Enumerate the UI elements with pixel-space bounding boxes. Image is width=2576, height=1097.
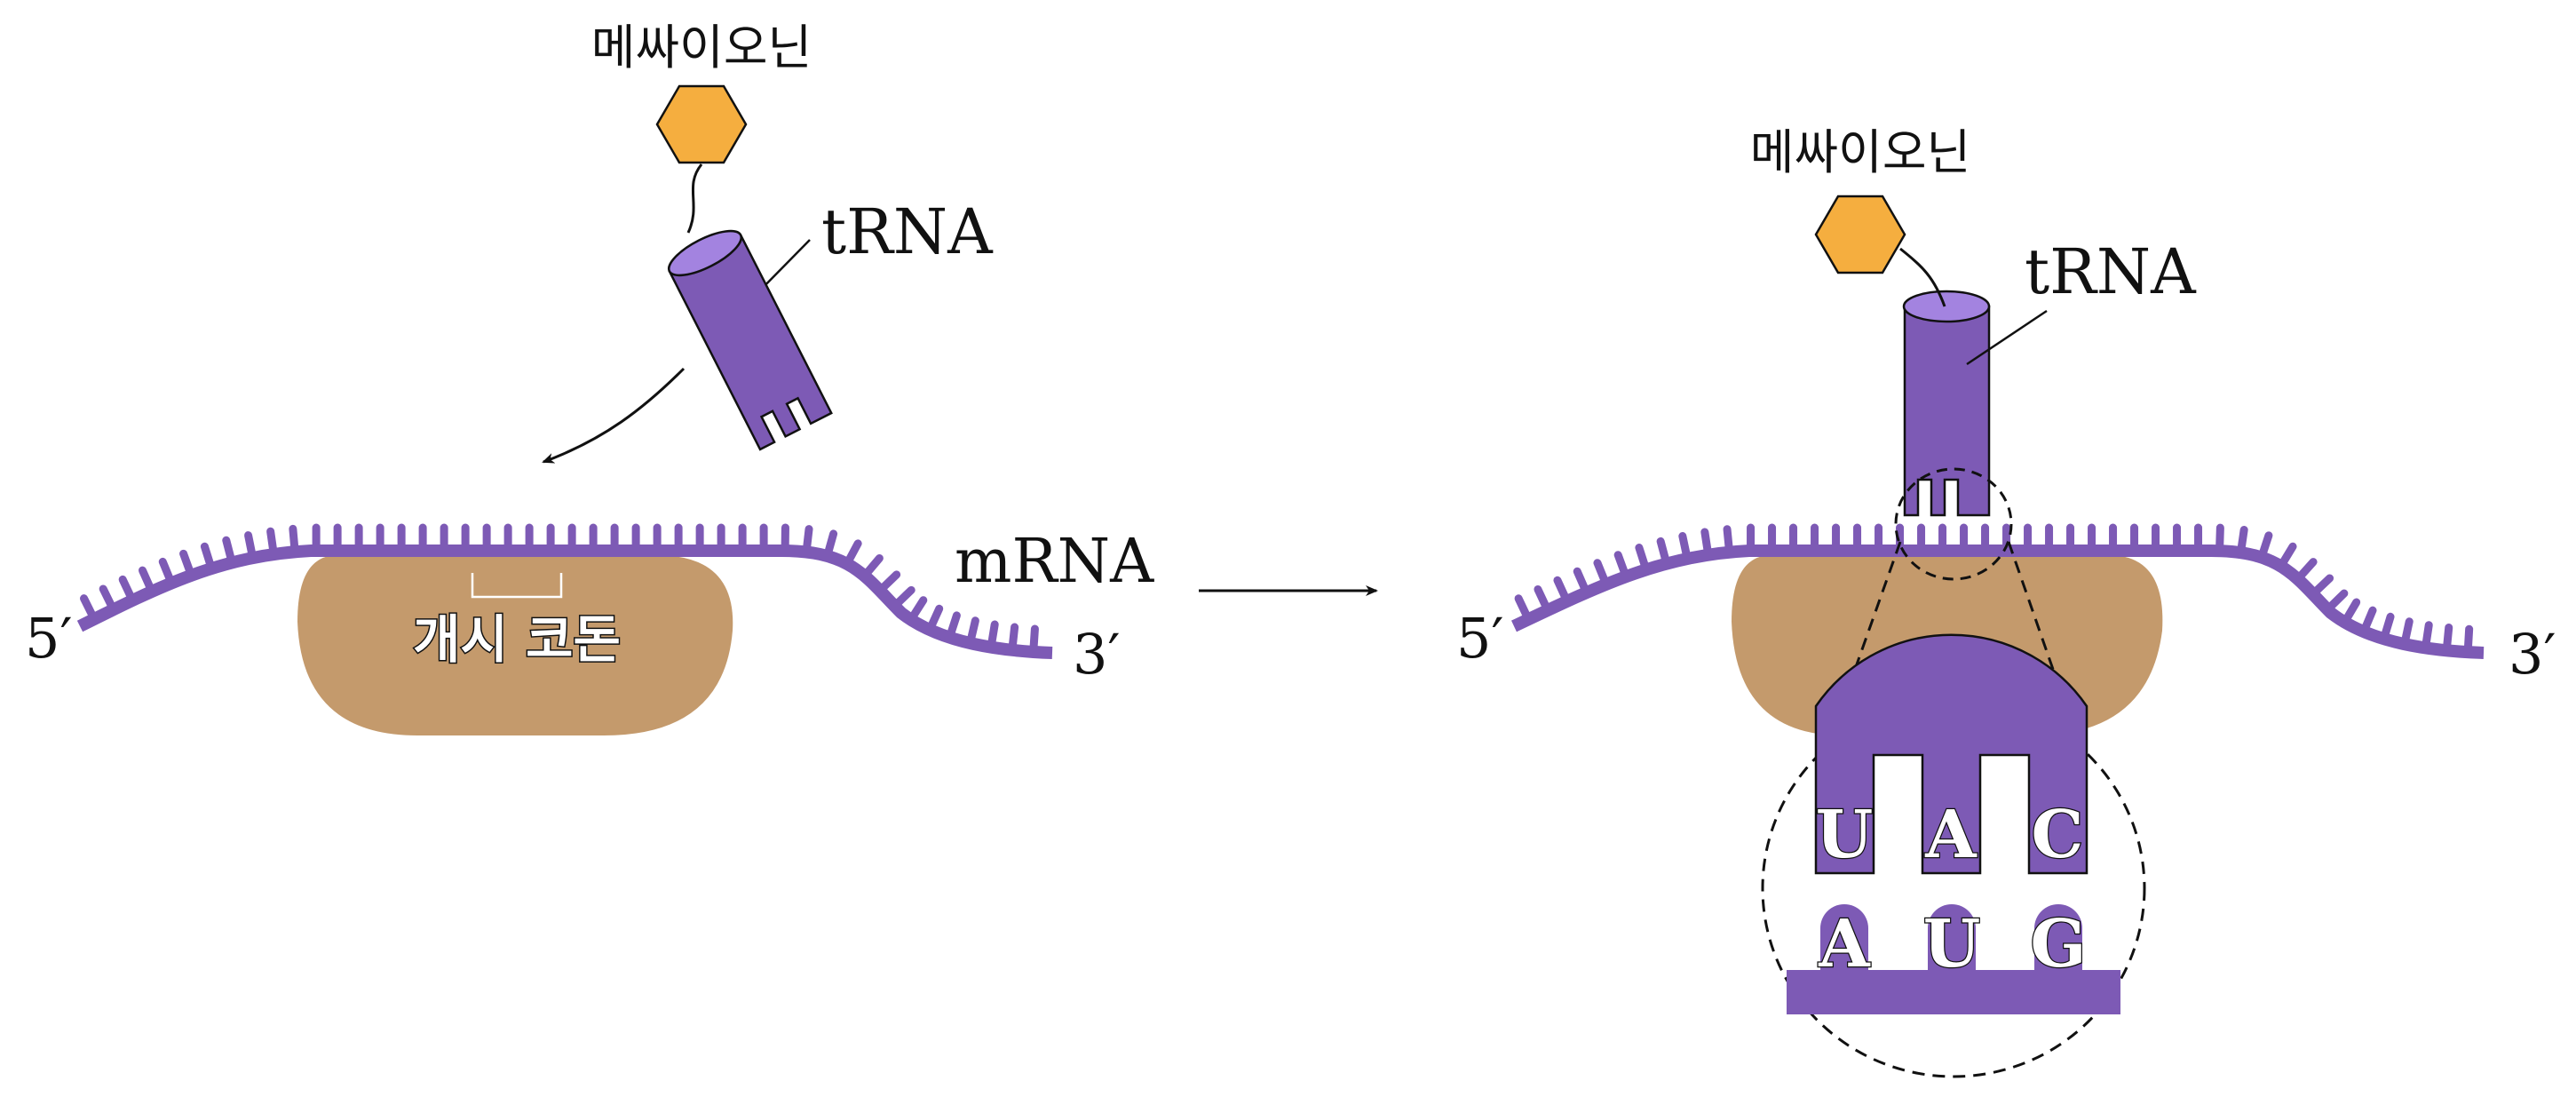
- ribosome-small-subunit: [297, 555, 733, 735]
- anticodon-base-1: U: [1816, 797, 1874, 873]
- trna-leader-line: [1966, 309, 2048, 366]
- codon-base-2: U: [1923, 906, 1981, 982]
- trna-top: [1902, 290, 1991, 323]
- hexagon-icon: [655, 84, 748, 164]
- three-prime-label: 3′: [2509, 622, 2556, 687]
- amino-acid-label: 메싸이오닌: [591, 20, 812, 76]
- three-prime-label: 3′: [1073, 622, 1121, 687]
- mrna-strand: [76, 545, 1053, 659]
- anticodon-base-3: C: [2032, 797, 2084, 873]
- binding-arrow: [542, 367, 686, 464]
- start-codon-label: 개시 코돈: [413, 609, 621, 670]
- amino-acid-label: 메싸이오닌: [1750, 124, 1970, 180]
- trna-body: [1903, 305, 1991, 517]
- hexagon-icon: [1814, 195, 1906, 274]
- anticodon-base-2: A: [1924, 797, 1978, 873]
- codon-base: [1928, 904, 1976, 975]
- trna-top: [668, 229, 742, 277]
- mrna-label: mRNA: [955, 527, 1154, 597]
- trna-label: tRNA: [821, 195, 994, 268]
- mrna-strand: [1511, 545, 2485, 659]
- five-prime-label: 5′: [25, 606, 73, 671]
- codon-base: [2034, 904, 2082, 975]
- amino-acid-linker: [1899, 247, 1946, 307]
- magnified-base-pairing: U A C A U G: [1761, 633, 2146, 1078]
- amino-acid-linker: [686, 163, 703, 234]
- five-prime-label: 5′: [1456, 606, 1504, 671]
- codon-base-1: A: [1818, 906, 1871, 982]
- right-panel: 5′ 3′ 메싸이오닌 tRNA U A C: [1456, 124, 2556, 1078]
- anticodon-comb: [1814, 633, 2089, 875]
- trna-molecule: [655, 84, 833, 451]
- trna-body: [668, 233, 833, 451]
- mrna-backbone: [1787, 970, 2120, 1014]
- codon-base: [1820, 904, 1868, 975]
- zoom-source-circle: [1894, 467, 2013, 581]
- trna-molecule: [1814, 195, 2048, 517]
- trna-label: tRNA: [2025, 235, 2197, 308]
- start-codon-bracket: [471, 573, 563, 599]
- left-panel: 개시 코돈 5′ 3′ mRNA 메싸이오닌 tRNA: [25, 20, 1154, 735]
- codon-base-3: G: [2030, 906, 2086, 982]
